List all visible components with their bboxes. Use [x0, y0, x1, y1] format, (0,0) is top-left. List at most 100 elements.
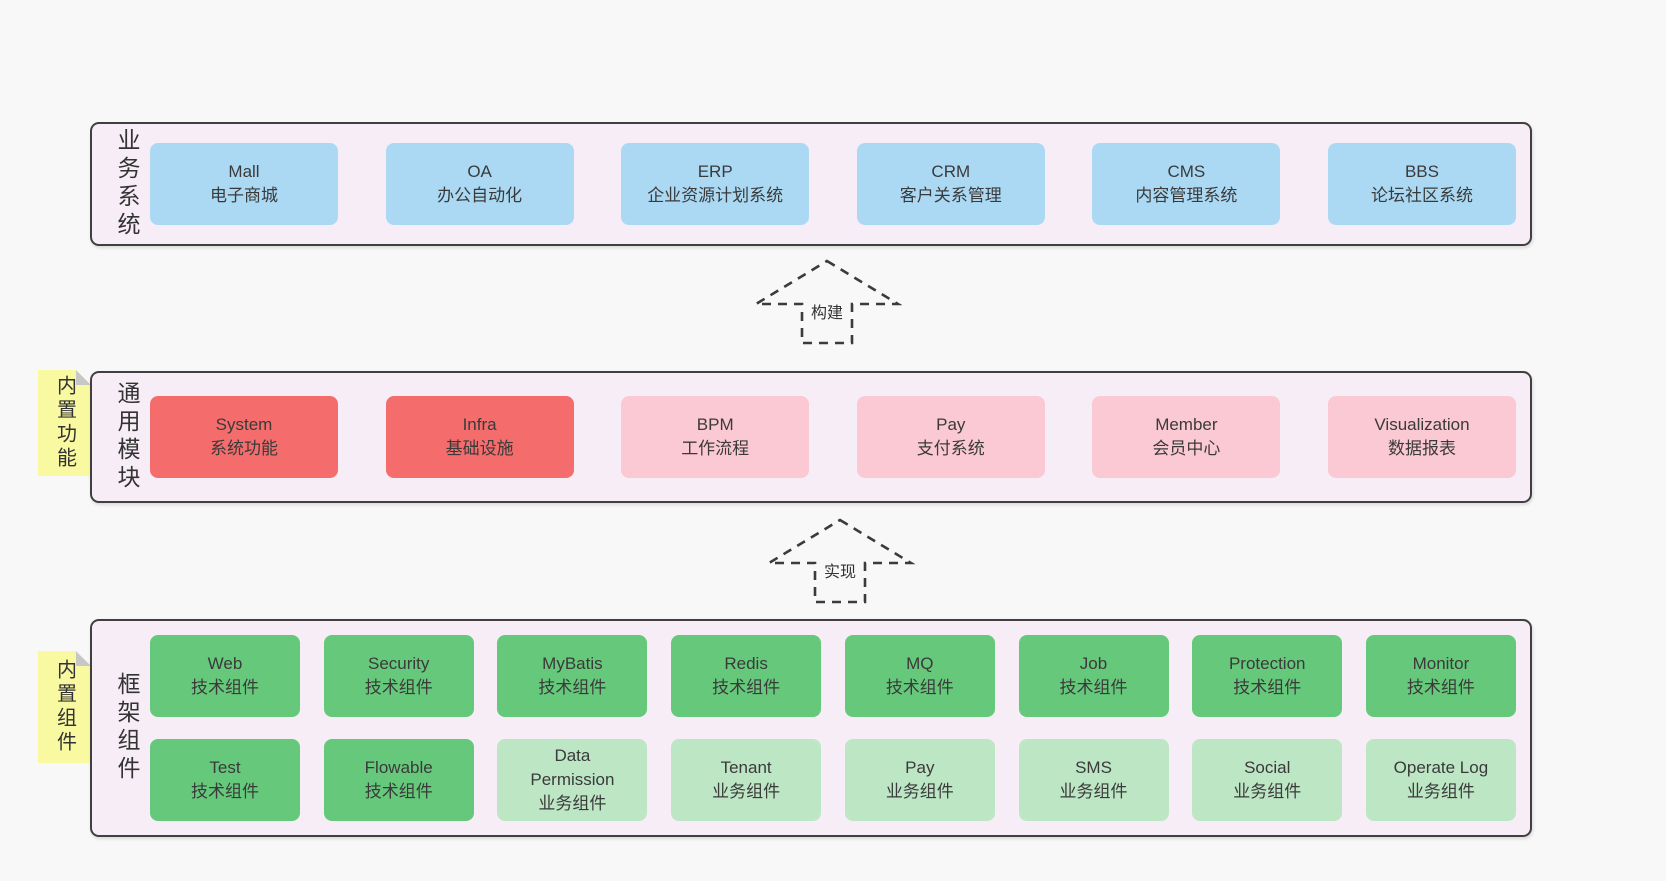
box-name-en: Infra [462, 414, 497, 434]
box-name-zh: 技术组件 [538, 678, 607, 697]
box-name-zh: 业务组件 [538, 794, 607, 814]
box-name-en: BBS [1404, 161, 1439, 181]
module-box: BPM 工作流程 [621, 396, 810, 478]
module-box: Pay 支付系统 [856, 396, 1045, 478]
box-name-zh: 技术组件 [885, 678, 954, 697]
box-name-en: CMS [1167, 161, 1206, 181]
component-box: Protection 技术组件 [1192, 635, 1343, 717]
box-name-zh: 数据报表 [1387, 439, 1456, 458]
component-box: SMS 业务组件 [1018, 739, 1169, 821]
box-name-zh: 企业资源计划系统 [647, 186, 784, 205]
box-name-zh: 客户关系管理 [899, 186, 1002, 205]
box-name-en: Job [1079, 653, 1108, 673]
builtin-components-sticky-note: 内置组件 [38, 651, 91, 763]
box-name-zh: 技术组件 [1233, 678, 1302, 697]
box-name-zh: 技术组件 [191, 678, 259, 697]
build-arrow-label: 构建 [806, 298, 848, 324]
box-name-zh: 基础设施 [445, 439, 514, 458]
module-box: Visualization 数据报表 [1327, 396, 1516, 478]
sticky-note-label: 内置功能 [53, 375, 76, 471]
business-system-box: Mall 电子商城 [150, 143, 338, 225]
business-band-label: 业务系统 [114, 128, 140, 240]
box-name-zh: 技术组件 [1059, 678, 1128, 697]
box-name-zh: 工作流程 [681, 439, 750, 458]
component-box: Redis 技术组件 [671, 635, 822, 717]
box-name-zh: 系统功能 [210, 439, 278, 458]
box-name-en: Web [207, 653, 243, 673]
component-box: Monitor 技术组件 [1365, 635, 1516, 717]
box-name-en: System [215, 414, 273, 434]
up-block-arrow-icon [752, 259, 902, 345]
module-box: System 系统功能 [150, 396, 338, 478]
box-name-en: Flowable [364, 757, 433, 777]
box-name-en: Protection [1228, 653, 1306, 673]
box-name-en: BPM [696, 414, 734, 434]
box-name-zh: 技术组件 [364, 782, 433, 801]
box-name-en: Social [1244, 757, 1291, 777]
business-system-box: BBS 论坛社区系统 [1327, 143, 1516, 225]
component-rows: Web 技术组件 Security 技术组件 MyBatis 技术组件 [138, 635, 1530, 821]
box-name-en: Tenant [720, 757, 772, 777]
folded-corner-icon [76, 370, 91, 385]
common-modules-band: 通用模块 System 系统功能 Infra 基础设施 BPM 工作流程 [90, 371, 1532, 503]
box-name-en: Redis [724, 653, 768, 673]
box-name-zh: 技术组件 [191, 782, 259, 801]
box-name-zh: 会员中心 [1152, 439, 1221, 458]
box-name-en: Pay [905, 757, 935, 777]
business-system-box: OA 办公自动化 [385, 143, 574, 225]
box-name-en: Visualization [1374, 414, 1470, 434]
box-name-en: Member [1155, 414, 1218, 434]
component-box: Security 技术组件 [323, 635, 474, 717]
box-name-en: Operate Log [1393, 757, 1489, 777]
component-box: MQ 技术组件 [844, 635, 995, 717]
box-name-en: Monitor [1412, 653, 1470, 673]
business-system-box: CMS 内容管理系统 [1092, 143, 1281, 225]
business-systems-band: 业务系统 Mall 电子商城 OA 办公自动化 ERP 企业资源计划系统 [90, 122, 1532, 246]
module-box: Member 会员中心 [1092, 396, 1281, 478]
box-name-zh: 业务组件 [1406, 782, 1475, 801]
component-row-1: Web 技术组件 Security 技术组件 MyBatis 技术组件 [150, 635, 1516, 717]
box-name-en: Data Permission [530, 745, 615, 789]
component-box: Operate Log 业务组件 [1365, 739, 1516, 821]
box-name-zh: 内容管理系统 [1135, 186, 1238, 205]
up-block-arrow-icon [765, 518, 915, 604]
business-system-box: CRM 客户关系管理 [856, 143, 1045, 225]
box-name-zh: 业务组件 [712, 782, 781, 801]
component-row-2: Test 技术组件 Flowable 技术组件 Data Permission … [150, 739, 1516, 821]
box-name-en: Test [209, 757, 241, 777]
component-box: Flowable 技术组件 [323, 739, 474, 821]
box-name-zh: 技术组件 [712, 678, 781, 697]
module-boxes-row: System 系统功能 Infra 基础设施 BPM 工作流程 Pay 支付系统 [138, 396, 1530, 478]
box-name-en: OA [467, 161, 492, 181]
module-box: Infra 基础设施 [385, 396, 574, 478]
box-name-en: MyBatis [542, 653, 603, 673]
component-box: Web 技术组件 [150, 635, 300, 717]
component-box: Tenant 业务组件 [671, 739, 822, 821]
component-box: Pay 业务组件 [844, 739, 995, 821]
build-arrow: 构建 [752, 258, 902, 346]
box-name-zh: 业务组件 [1059, 782, 1128, 801]
folded-corner-icon [76, 651, 91, 666]
box-name-zh: 办公自动化 [437, 186, 523, 205]
box-name-zh: 支付系统 [916, 439, 985, 458]
implement-arrow: 实现 [765, 517, 915, 605]
box-name-zh: 技术组件 [1406, 678, 1475, 697]
component-box: Test 技术组件 [150, 739, 300, 821]
component-box: Social 业务组件 [1192, 739, 1343, 821]
box-name-en: ERP [697, 161, 733, 181]
box-name-en: Pay [936, 414, 966, 434]
box-name-en: Security [367, 653, 430, 673]
business-boxes-row: Mall 电子商城 OA 办公自动化 ERP 企业资源计划系统 CRM 客户关系… [138, 143, 1530, 225]
box-name-zh: 技术组件 [364, 678, 433, 697]
builtin-functions-sticky-note: 内置功能 [38, 370, 91, 476]
components-band-label: 框架组件 [114, 672, 140, 784]
component-box: MyBatis 技术组件 [497, 635, 648, 717]
business-system-box: ERP 企业资源计划系统 [621, 143, 810, 225]
sticky-note-label: 内置组件 [53, 659, 76, 755]
implement-arrow-label: 实现 [819, 557, 861, 583]
box-name-en: SMS [1075, 757, 1112, 777]
framework-components-band: 框架组件 Web 技术组件 Security 技术组件 MyBatis [90, 619, 1532, 837]
modules-band-label: 通用模块 [114, 381, 140, 493]
box-name-en: CRM [931, 161, 971, 181]
box-name-zh: 业务组件 [885, 782, 954, 801]
